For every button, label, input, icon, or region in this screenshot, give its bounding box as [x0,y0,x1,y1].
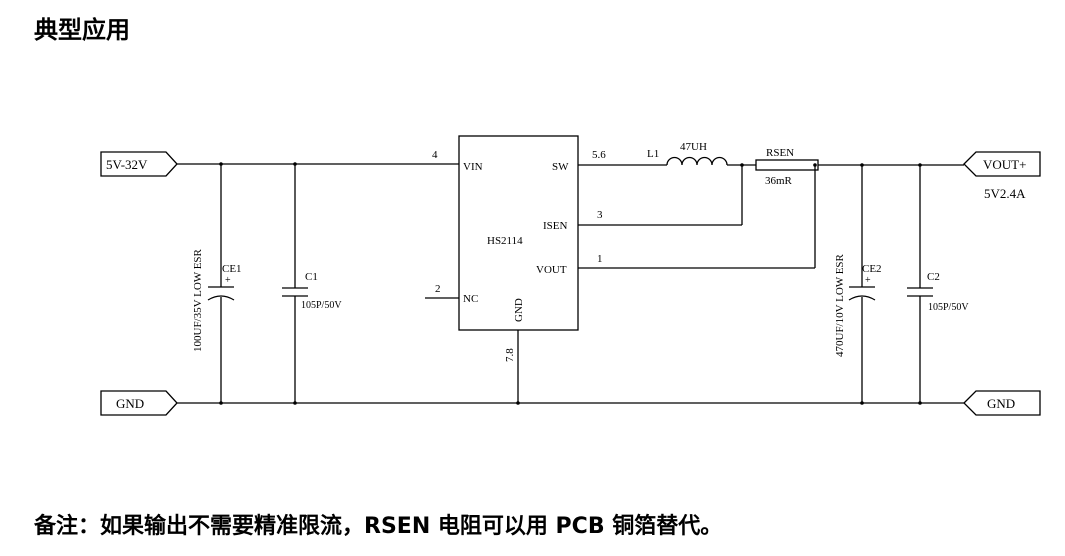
gnd-left-port: GND [100,390,178,416]
pin-number-vout: 1 [597,253,603,265]
ce2-value-label: 470UF/10V LOW ESR [834,253,846,357]
pin-number-vin: 4 [432,149,438,161]
capacitor-c2: C2 105P/50V [907,271,969,313]
pin-sw-label: SW [552,161,569,173]
c2-ref-label: C2 [927,271,940,283]
c1-value-label: 105P/50V [301,300,342,311]
pin-number-gnd: 7.8 [504,348,516,362]
c2-value-label: 105P/50V [928,302,969,313]
pin-nc-label: NC [463,293,478,305]
output-spec-label: 5V2.4A [984,186,1026,201]
vin-port: 5V-32V [100,151,178,177]
ce2-ref-label: CE2 [862,263,882,275]
pin-gnd-label: GND [513,298,525,322]
gnd-left-port-label: GND [116,396,144,411]
pin-number-nc: 2 [435,283,441,295]
ce1-value-label: 100UF/35V LOW ESR [192,248,204,352]
resistor-rsen: RSEN 36mR [755,147,819,187]
vout-port: VOUT+ [963,151,1041,177]
vout-port-label: VOUT+ [983,157,1026,172]
pin-isen-label: ISEN [543,220,568,232]
l1-ref-label: L1 [647,148,659,160]
capacitor-c1: C1 105P/50V [282,271,342,311]
pin-number-isen: 3 [597,209,603,221]
ce1-ref-label: CE1 [222,263,242,275]
footnote-remark: 备注：如果输出不需要精准限流，RSEN 电阻可以用 PCB 铜箔替代。 [34,514,723,539]
gnd-right-port-label: GND [987,396,1015,411]
inductor-l1: L1 47UH [647,141,728,166]
gnd-right-port: GND [963,390,1041,416]
rsen-ref-label: RSEN [766,147,794,159]
pin-number-sw: 5.6 [592,149,606,161]
c1-ref-label: C1 [305,271,318,283]
junction-dots [219,162,922,405]
ce2-polarity-label: + [865,275,871,286]
vin-port-label: 5V-32V [106,157,148,172]
ic-hs2114: VIN SW ISEN HS2114 VOUT NC GND [458,135,579,331]
pin-vout-label: VOUT [536,264,567,276]
page-title: 典型应用 [34,16,130,44]
rsen-value-label: 36mR [765,175,793,187]
chip-name-label: HS2114 [487,235,523,247]
pin-vin-label: VIN [463,161,483,173]
l1-value-label: 47UH [680,141,707,153]
capacitor-ce1: CE1 + 100UF/35V LOW ESR [192,248,242,352]
capacitor-ce2: CE2 + 470UF/10V LOW ESR [834,253,882,357]
ce1-polarity-label: + [225,275,231,286]
